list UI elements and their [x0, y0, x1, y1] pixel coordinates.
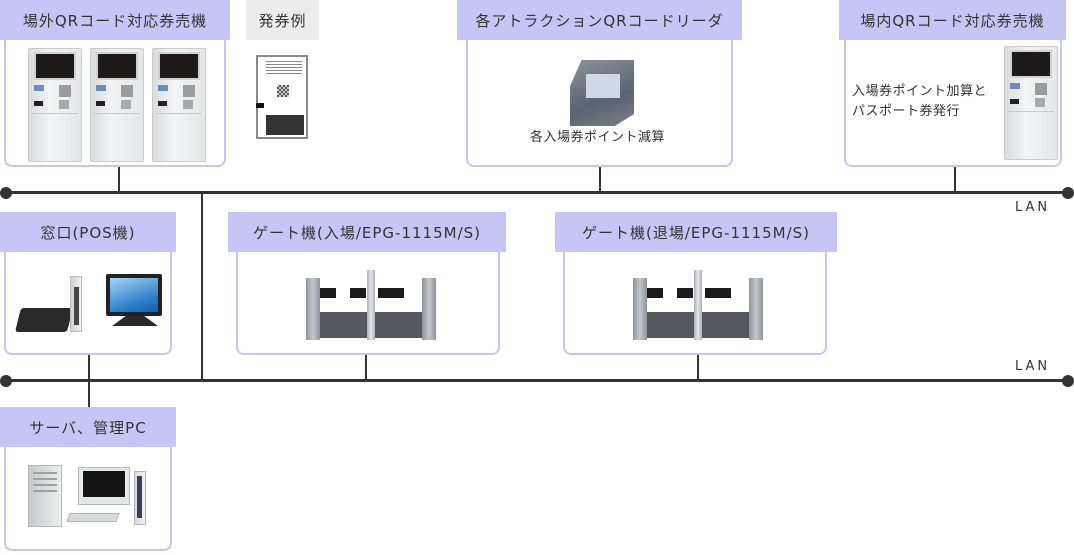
ticket-sample-label: 発券例: [246, 0, 319, 40]
ticket-machine-icon: [152, 48, 206, 162]
monitor-icon: [78, 467, 130, 505]
pos-link: [88, 354, 90, 408]
qr-reader-icon: [570, 60, 634, 126]
monitor-stand-icon: [112, 316, 158, 326]
gate-entry-link: [365, 354, 367, 380]
pc-tower-icon: [134, 471, 146, 525]
gate-exit-card: [563, 250, 827, 355]
tablet-icon: [15, 308, 73, 332]
ticket-machine-icon: [1004, 46, 1058, 160]
reader-link: [599, 166, 601, 192]
server-card: [4, 445, 172, 551]
lan-lower-right-endpoint-icon: [1062, 375, 1074, 387]
attraction-reader-card: 各入場券ポイント減算: [466, 38, 733, 167]
server-tower-icon: [28, 465, 62, 527]
lan-upper-line: [6, 191, 1068, 194]
gate-exit-link: [697, 354, 699, 380]
gate-icon: [306, 268, 436, 340]
gate-icon: [633, 268, 763, 340]
issued-ticket-icon: [256, 55, 308, 139]
lan-upper-right-endpoint-icon: [1062, 187, 1074, 199]
attraction-reader-caption: 各入場券ポイント減算: [530, 130, 666, 145]
gate-entry-label: ゲート機(入場/EPG-1115M/S): [228, 212, 506, 252]
pos-card: [4, 250, 172, 355]
lan-upper-label: LAN: [1015, 200, 1051, 215]
lan-backbone-link: [201, 192, 203, 381]
gate-exit-label: ゲート機(退場/EPG-1115M/S): [555, 212, 837, 252]
indoor-ticket-machine-label: 場内QRコード対応券売機: [839, 0, 1066, 40]
ticket-machine-icon: [28, 48, 82, 162]
server-label: サーバ、管理PC: [0, 407, 176, 447]
outdoor-ticket-machine-card: [4, 38, 226, 167]
indoor-machine-link: [954, 166, 956, 192]
keyboard-icon: [66, 513, 120, 522]
attraction-reader-label: 各アトラクションQRコードリーダ: [457, 0, 742, 40]
pos-label: 窓口(POS機): [0, 212, 176, 252]
outdoor-ticket-machine-label: 場外QRコード対応券売機: [0, 0, 230, 40]
gate-entry-card: [236, 250, 500, 355]
lan-lower-label: LAN: [1015, 359, 1051, 374]
indoor-ticket-machine-card: 入場券ポイント加算と パスポート券発行: [844, 38, 1062, 167]
outdoor-machine-link: [118, 166, 120, 192]
pc-tower-icon: [70, 276, 82, 332]
indoor-machine-caption-line1: 入場券ポイント加算と: [852, 84, 988, 99]
indoor-machine-caption-line2: パスポート券発行: [852, 104, 961, 119]
ticket-machine-icon: [90, 48, 144, 162]
lan-lower-line: [6, 379, 1068, 382]
monitor-icon: [106, 274, 162, 316]
